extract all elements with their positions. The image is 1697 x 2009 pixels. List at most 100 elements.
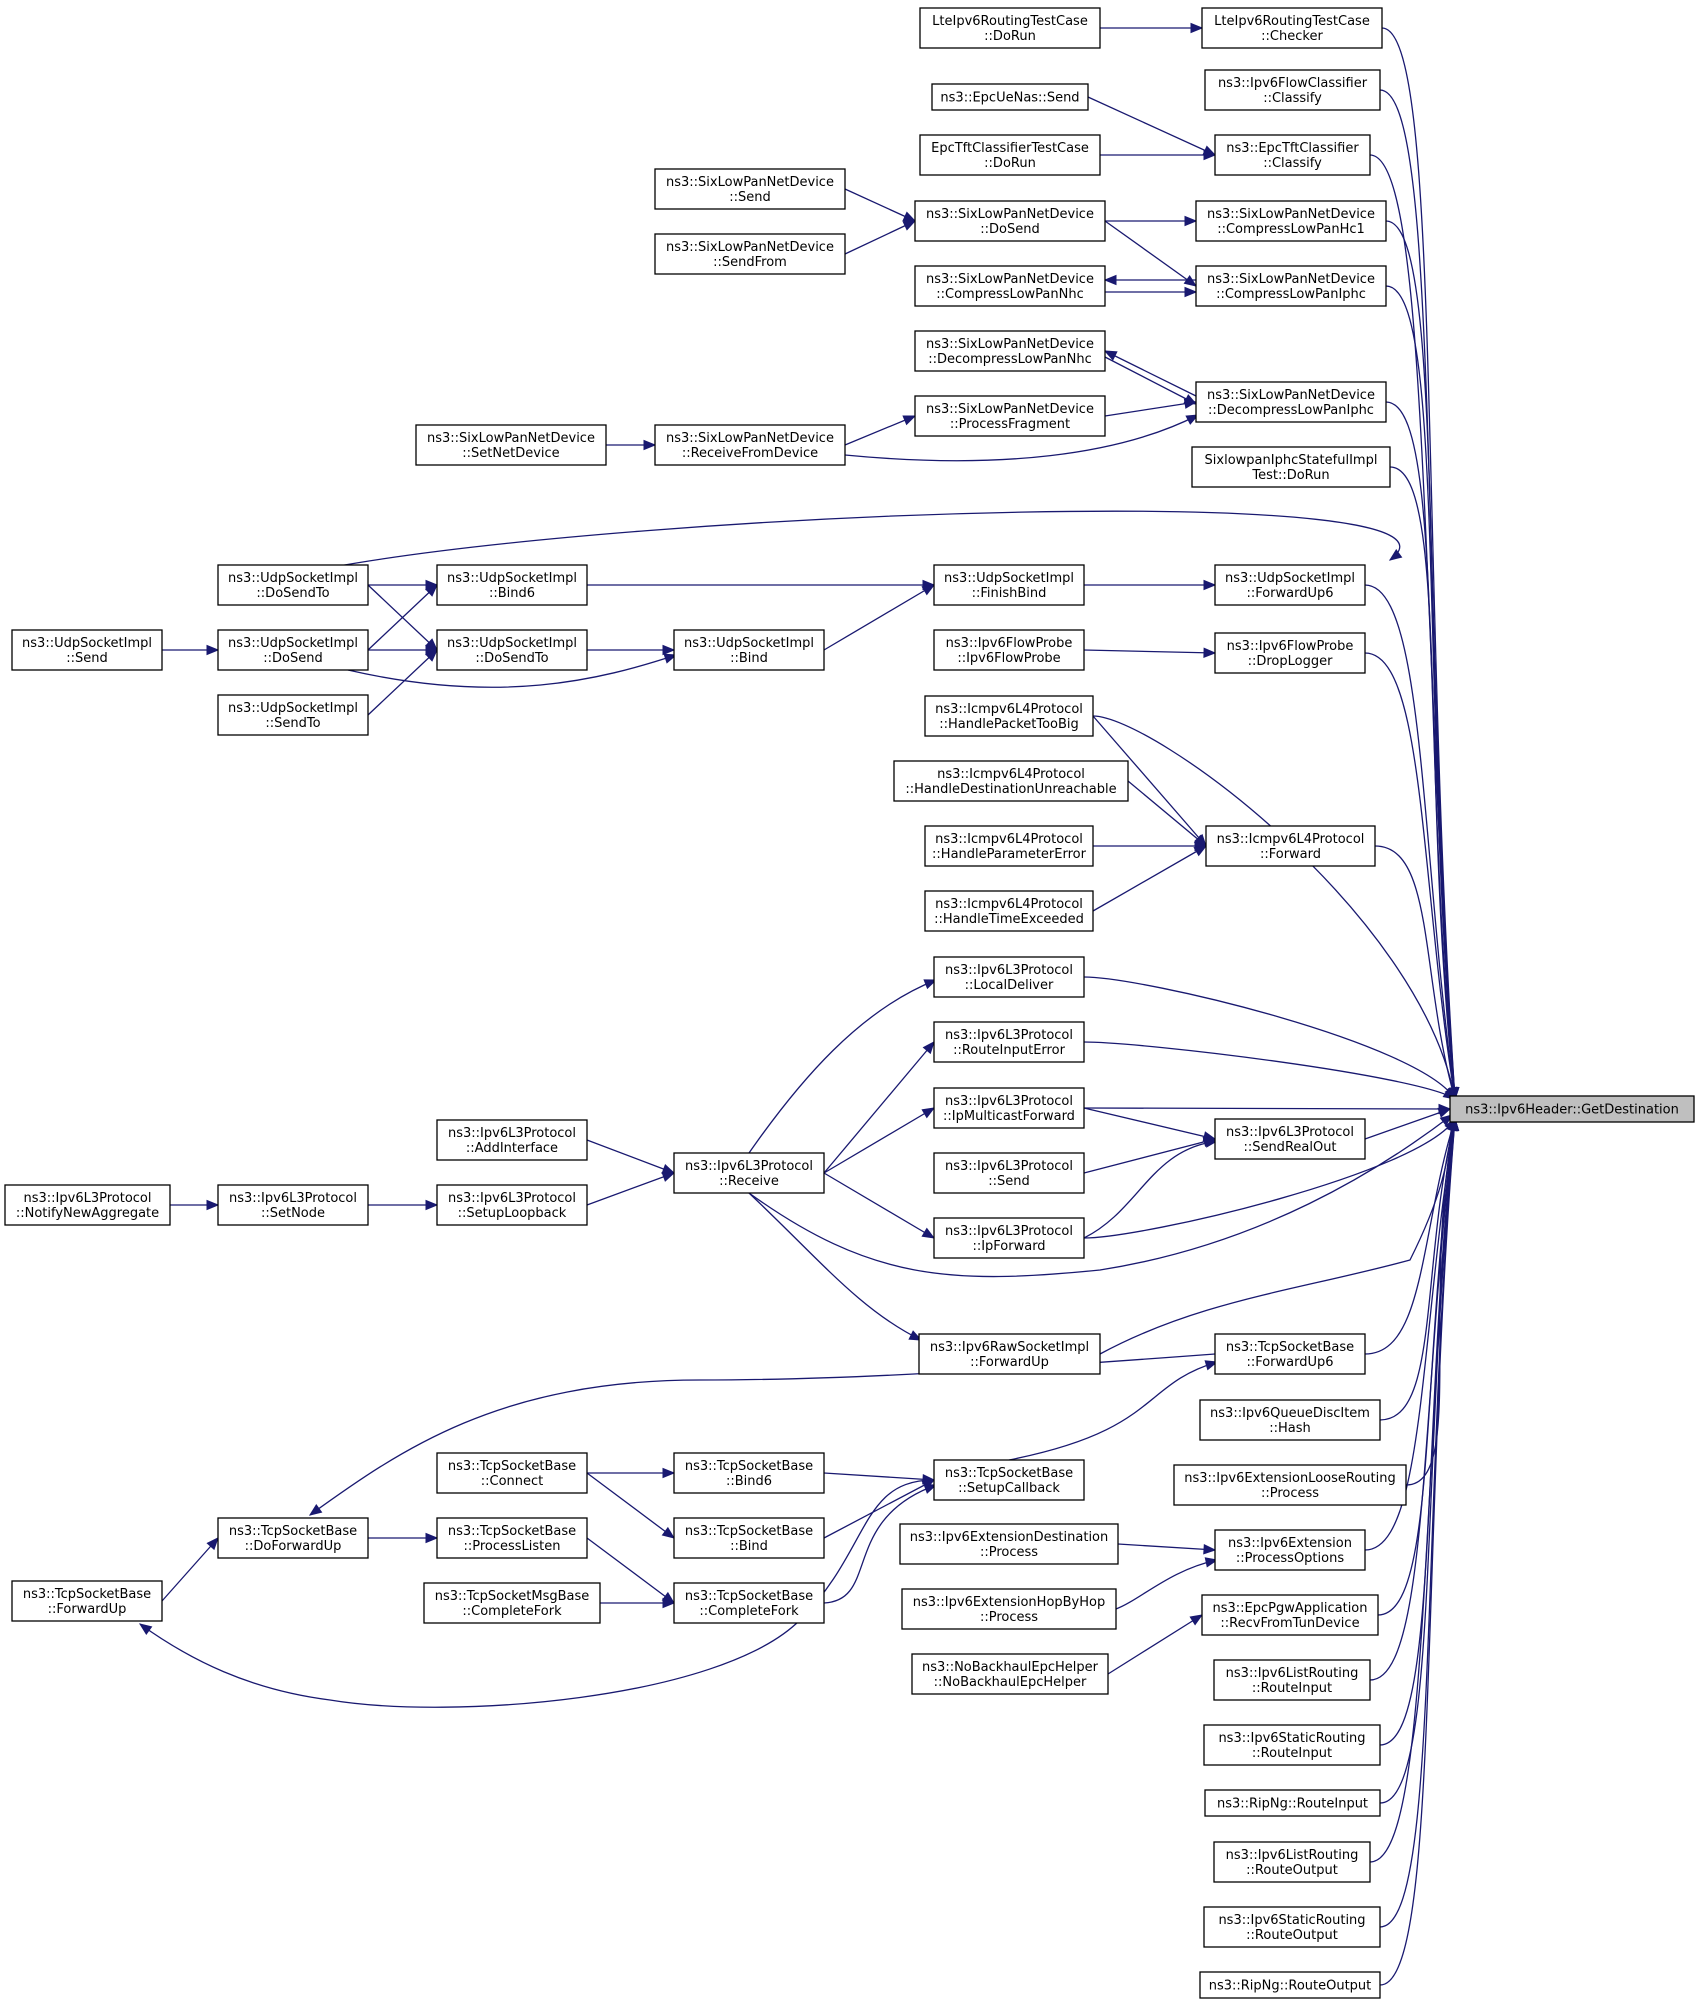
node-udp_finishbind[interactable]: ns3::UdpSocketImpl::FinishBind bbox=[933, 564, 1085, 606]
node-raw_fu[interactable]: ns3::Ipv6RawSocketImpl::ForwardUp bbox=[918, 1333, 1101, 1375]
node-nbh_ctor[interactable]: ns3::NoBackhaulEpcHelper::NoBackhaulEpcH… bbox=[911, 1653, 1109, 1695]
node-label-line: LteIpv6RoutingTestCase bbox=[932, 14, 1088, 29]
edge-line bbox=[1364, 1108, 1451, 1140]
edge-arrowhead bbox=[1183, 275, 1198, 287]
edge-line bbox=[823, 1484, 937, 1604]
node-udp_dosendto_m[interactable]: ns3::UdpSocketImpl::DoSendTo bbox=[436, 629, 588, 671]
node-slp_cnhc[interactable]: ns3::SixLowPanNetDevice::CompressLowPanN… bbox=[914, 265, 1106, 307]
node-slp_send[interactable]: ns3::SixLowPanNetDevice::Send bbox=[654, 168, 846, 210]
node-udp_bind6[interactable]: ns3::UdpSocketImpl::Bind6 bbox=[436, 564, 588, 606]
node-lte_chk[interactable]: LteIpv6RoutingTestCase::Checker bbox=[1201, 7, 1383, 49]
node-tcp_bind6[interactable]: ns3::TcpSocketBase::Bind6 bbox=[673, 1452, 825, 1494]
node-l3_recv[interactable]: ns3::Ipv6L3Protocol::Receive bbox=[673, 1152, 825, 1194]
edge-line bbox=[1104, 401, 1197, 417]
node-slp_dosend[interactable]: ns3::SixLowPanNetDevice::DoSend bbox=[914, 200, 1106, 242]
node-udp_send[interactable]: ns3::UdpSocketImpl::Send bbox=[11, 629, 163, 671]
edge-udp_dosendto_l-to-udp_bind6 bbox=[368, 579, 439, 591]
node-slp_setnd[interactable]: ns3::SixLowPanNetDevice::SetNetDevice bbox=[415, 424, 607, 466]
edge-l3_recv-to-l3_imf bbox=[823, 1107, 936, 1174]
node-epctft_run[interactable]: EpcTftClassifierTestCase::DoRun bbox=[919, 134, 1101, 176]
node-udp_sendto[interactable]: ns3::UdpSocketImpl::SendTo bbox=[217, 694, 369, 736]
node-box bbox=[911, 1653, 1109, 1695]
node-slp_diphc[interactable]: ns3::SixLowPanNetDevice::DecompressLowPa… bbox=[1195, 381, 1387, 423]
node-lte_run[interactable]: LteIpv6RoutingTestCase::DoRun bbox=[919, 7, 1101, 49]
node-fp_ctor[interactable]: ns3::Ipv6FlowProbe::Ipv6FlowProbe bbox=[933, 629, 1085, 671]
node-tcp_dofu[interactable]: ns3::TcpSocketBase::DoForwardUp bbox=[217, 1517, 369, 1559]
node-lr_ro[interactable]: ns3::Ipv6ListRouting::RouteOutput bbox=[1213, 1841, 1371, 1883]
node-sr_ro[interactable]: ns3::Ipv6StaticRouting::RouteOutput bbox=[1203, 1906, 1381, 1948]
node-udp_dosend[interactable]: ns3::UdpSocketImpl::DoSend bbox=[217, 629, 369, 671]
edge-arrowhead bbox=[1439, 1114, 1454, 1127]
node-rip_ri[interactable]: ns3::RipNg::RouteInput bbox=[1204, 1789, 1381, 1817]
node-label-line: ::DoRun bbox=[984, 156, 1036, 171]
node-lr_ri[interactable]: ns3::Ipv6ListRouting::RouteInput bbox=[1213, 1659, 1371, 1701]
node-slp_sendfrom[interactable]: ns3::SixLowPanNetDevice::SendFrom bbox=[654, 233, 846, 275]
node-icmp_du[interactable]: ns3::Icmpv6L4Protocol::HandleDestination… bbox=[893, 760, 1129, 802]
node-l3_ai[interactable]: ns3::Ipv6L3Protocol::AddInterface bbox=[436, 1119, 588, 1161]
edge-line bbox=[823, 1472, 935, 1481]
node-l3_ipf[interactable]: ns3::Ipv6L3Protocol::IpForward bbox=[933, 1217, 1085, 1259]
node-l3_sro[interactable]: ns3::Ipv6L3Protocol::SendRealOut bbox=[1214, 1118, 1366, 1160]
node-icmp_te[interactable]: ns3::Icmpv6L4Protocol::HandleTimeExceede… bbox=[924, 890, 1094, 932]
node-tcpmsg_cf[interactable]: ns3::TcpSocketMsgBase::CompleteFork bbox=[423, 1582, 601, 1624]
node-tcp_pl[interactable]: ns3::TcpSocketBase::ProcessListen bbox=[436, 1517, 588, 1559]
node-label-line: ns3::UdpSocketImpl bbox=[1225, 571, 1355, 586]
node-l3_rie[interactable]: ns3::Ipv6L3Protocol::RouteInputError bbox=[933, 1021, 1085, 1063]
node-l3_sn[interactable]: ns3::Ipv6L3Protocol::SetNode bbox=[217, 1184, 369, 1226]
node-tcp_connect[interactable]: ns3::TcpSocketBase::Connect bbox=[436, 1452, 588, 1494]
node-fp_drop[interactable]: ns3::Ipv6FlowProbe::DropLogger bbox=[1214, 632, 1366, 674]
node-icmp_fwd[interactable]: ns3::Icmpv6L4Protocol::Forward bbox=[1205, 825, 1376, 867]
node-root[interactable]: ns3::Ipv6Header::GetDestination bbox=[1449, 1095, 1695, 1123]
node-slp_ciphc[interactable]: ns3::SixLowPanNetDevice::CompressLowPanI… bbox=[1195, 265, 1387, 307]
edge-arrowhead bbox=[902, 415, 917, 426]
node-box bbox=[933, 1087, 1085, 1129]
node-l3_slb[interactable]: ns3::Ipv6L3Protocol::SetupLoopback bbox=[436, 1184, 588, 1226]
node-tcp_setupcb[interactable]: ns3::TcpSocketBase::SetupCallback bbox=[933, 1459, 1085, 1501]
node-pgw_rftd[interactable]: ns3::EpcPgwApplication::RecvFromTunDevic… bbox=[1201, 1594, 1379, 1636]
node-label-line: ns3::Icmpv6L4Protocol bbox=[935, 897, 1083, 912]
node-l3_send[interactable]: ns3::Ipv6L3Protocol::Send bbox=[933, 1152, 1085, 1194]
node-label-line: ::Connect bbox=[481, 1474, 544, 1489]
node-label-line: ns3::EpcTftClassifier bbox=[1226, 141, 1359, 156]
node-ext_po[interactable]: ns3::Ipv6Extension::ProcessOptions bbox=[1214, 1529, 1366, 1571]
edge-arrowhead bbox=[1448, 1117, 1460, 1131]
node-slp_dnhc[interactable]: ns3::SixLowPanNetDevice::DecompressLowPa… bbox=[914, 330, 1106, 372]
node-sr_ri[interactable]: ns3::Ipv6StaticRouting::RouteInput bbox=[1203, 1724, 1381, 1766]
node-ext_loose[interactable]: ns3::Ipv6ExtensionLooseRouting::Process bbox=[1173, 1464, 1407, 1506]
node-l3_imf[interactable]: ns3::Ipv6L3Protocol::IpMulticastForward bbox=[933, 1087, 1085, 1129]
node-tcp_cf[interactable]: ns3::TcpSocketBase::CompleteFork bbox=[673, 1582, 825, 1624]
node-udp_bind[interactable]: ns3::UdpSocketImpl::Bind bbox=[673, 629, 825, 671]
node-l3_nna[interactable]: ns3::Ipv6L3Protocol::NotifyNewAggregate bbox=[4, 1184, 171, 1226]
node-label-line: ::HandleDestinationUnreachable bbox=[905, 782, 1116, 797]
node-tcp_fu6[interactable]: ns3::TcpSocketBase::ForwardUp6 bbox=[1214, 1333, 1366, 1375]
node-icmp_pe[interactable]: ns3::Icmpv6L4Protocol::HandleParameterEr… bbox=[924, 825, 1094, 867]
edge-line bbox=[844, 220, 916, 255]
node-tcp_fu[interactable]: ns3::TcpSocketBase::ForwardUp bbox=[11, 1580, 163, 1622]
node-slp_rfd[interactable]: ns3::SixLowPanNetDevice::ReceiveFromDevi… bbox=[654, 424, 846, 466]
node-ext_hbh[interactable]: ns3::Ipv6ExtensionHopByHop::Process bbox=[901, 1588, 1117, 1630]
node-tcp_bind[interactable]: ns3::TcpSocketBase::Bind bbox=[673, 1517, 825, 1559]
node-l3_ld[interactable]: ns3::Ipv6L3Protocol::LocalDeliver bbox=[933, 956, 1085, 998]
node-fc_cls[interactable]: ns3::Ipv6FlowClassifier::Classify bbox=[1204, 69, 1381, 111]
node-label-line: ::SetNode bbox=[261, 1206, 325, 1221]
edge-line bbox=[1083, 1107, 1216, 1140]
edge-arrowhead bbox=[662, 644, 676, 656]
node-epc_send[interactable]: ns3::EpcUeNas::Send bbox=[931, 83, 1089, 111]
node-udp_dosendto_l[interactable]: ns3::UdpSocketImpl::DoSendTo bbox=[217, 564, 369, 606]
node-box bbox=[933, 1021, 1085, 1063]
node-label-line: ::HandleParameterError bbox=[932, 847, 1087, 862]
node-udp_fwdup6[interactable]: ns3::UdpSocketImpl::ForwardUp6 bbox=[1214, 564, 1366, 606]
node-slp_hc1[interactable]: ns3::SixLowPanNetDevice::CompressLowPanH… bbox=[1195, 200, 1387, 242]
node-label-line: ns3::Ipv6RawSocketImpl bbox=[930, 1340, 1089, 1355]
node-box bbox=[933, 1459, 1085, 1501]
node-slp_pfrag[interactable]: ns3::SixLowPanNetDevice::ProcessFragment bbox=[914, 395, 1106, 437]
edge-line bbox=[586, 1139, 675, 1174]
node-ext_dest[interactable]: ns3::Ipv6ExtensionDestination::Process bbox=[899, 1523, 1119, 1565]
node-icmp_ptb[interactable]: ns3::Icmpv6L4Protocol::HandlePacketTooBi… bbox=[924, 695, 1094, 737]
node-qd_hash[interactable]: ns3::Ipv6QueueDiscItem::Hash bbox=[1199, 1399, 1381, 1441]
node-label-line: ns3::Ipv6L3Protocol bbox=[945, 1094, 1073, 1109]
node-epctft_cls[interactable]: ns3::EpcTftClassifier::Classify bbox=[1214, 134, 1371, 176]
node-rip_ro[interactable]: ns3::RipNg::RouteOutput bbox=[1199, 1971, 1381, 1999]
node-label-line: ns3::Ipv6L3Protocol bbox=[945, 1159, 1073, 1174]
